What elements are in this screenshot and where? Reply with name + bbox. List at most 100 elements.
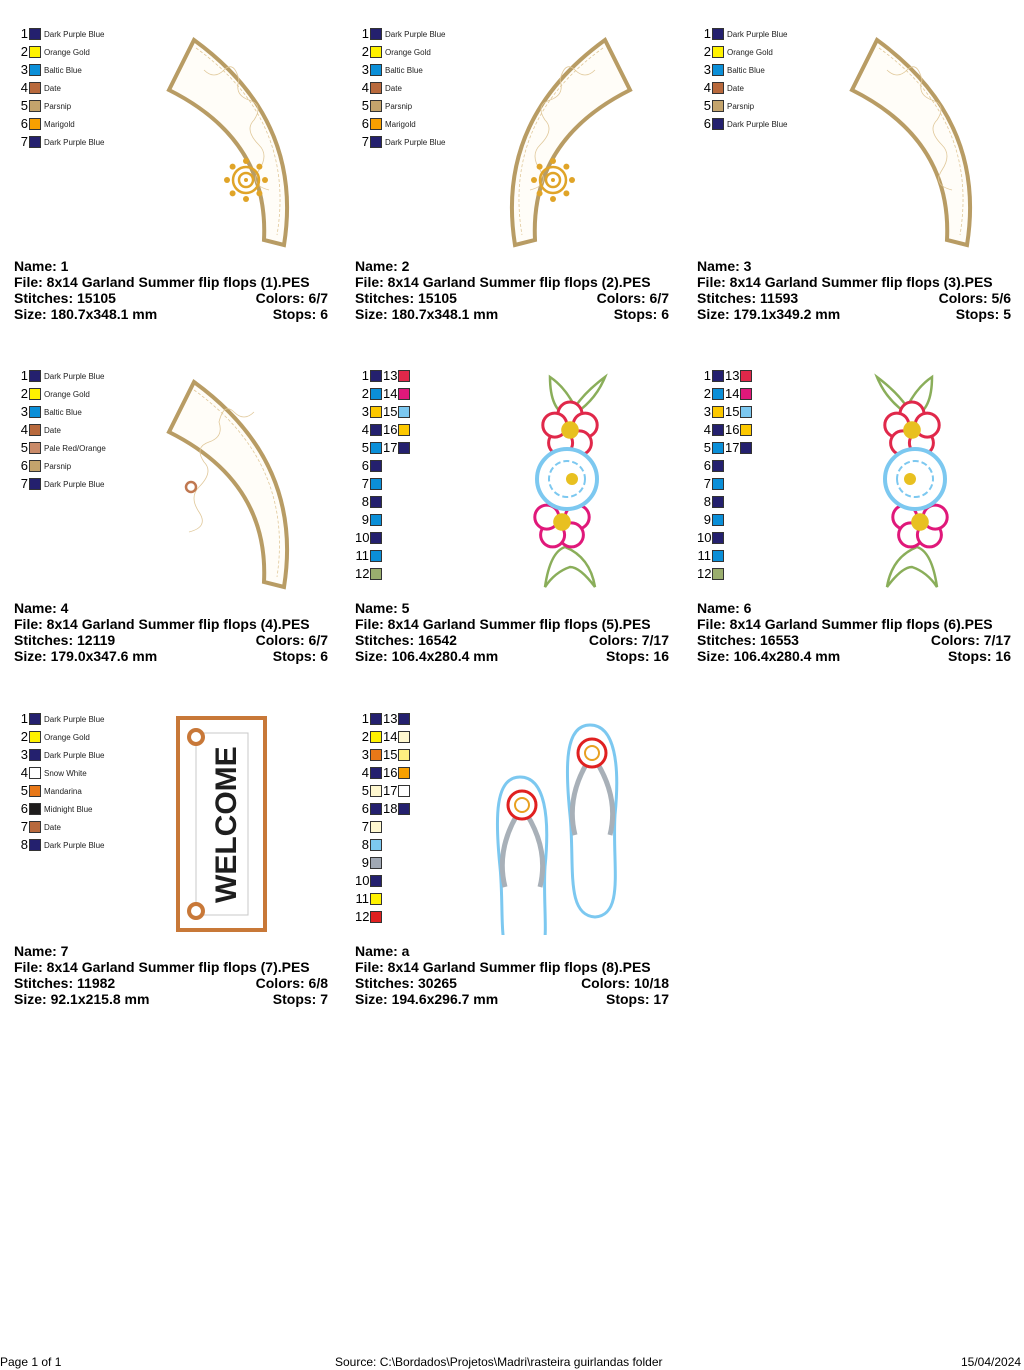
thread-name: Orange Gold [44, 732, 90, 742]
thread-number: 4 [20, 422, 28, 437]
thread-number: 3 [20, 62, 28, 77]
thread-number: 14 [725, 386, 740, 401]
design-stitches: Stitches: 11593 [697, 290, 799, 306]
thread-color-swatch [29, 460, 41, 472]
legend-item: 16 [383, 422, 410, 438]
legend-item: 14 [383, 729, 410, 745]
thread-color-swatch [370, 64, 382, 76]
thread-color-swatch [712, 442, 724, 454]
thread-number: 5 [20, 98, 28, 113]
thread-color-swatch [398, 713, 410, 725]
thread-number: 9 [361, 855, 369, 870]
thread-color-swatch [370, 731, 382, 743]
thread-number: 12 [355, 566, 370, 581]
thread-number: 6 [703, 458, 711, 473]
legend-item: 4 [697, 422, 724, 438]
thread-name: Parsnip [385, 101, 413, 111]
flower-garland-art [533, 373, 608, 588]
thread-color-swatch [29, 370, 41, 382]
design-size: Size: 92.1x215.8 mm [14, 991, 150, 1007]
legend-item: 12 [697, 566, 724, 582]
thread-number: 2 [361, 729, 369, 744]
thread-name: Marigold [44, 119, 75, 129]
legend-item: 6 [697, 458, 724, 474]
thread-color-swatch [370, 460, 382, 472]
design-stitches: Stitches: 30265 [355, 975, 457, 991]
thread-number: 1 [20, 368, 28, 383]
thread-color-swatch [712, 478, 724, 490]
thread-name: Parsnip [44, 101, 72, 111]
thread-number: 1 [703, 26, 711, 41]
design-file: File: 8x14 Garland Summer flip flops (7)… [14, 959, 310, 975]
thread-number: 7 [20, 819, 28, 834]
design-colors: Colors: 6/7 [596, 290, 669, 306]
thread-number: 3 [361, 404, 369, 419]
design-stitches: Stitches: 16542 [355, 632, 457, 648]
legend-item: 1 [355, 368, 382, 384]
thread-name: Mandarina [44, 786, 82, 796]
thread-color-swatch [712, 424, 724, 436]
design-name: Name: 3 [697, 258, 752, 274]
thread-color-swatch [370, 911, 382, 923]
design-file: File: 8x14 Garland Summer flip flops (2)… [355, 274, 651, 290]
thread-number: 11 [697, 548, 712, 563]
thread-color-swatch [29, 46, 41, 58]
design-stitches: Stitches: 16553 [697, 632, 799, 648]
legend-item: 7 [355, 476, 382, 492]
thread-name: Orange Gold [44, 47, 90, 57]
design-name: Name: 6 [697, 600, 752, 616]
thread-color-swatch [370, 118, 382, 130]
design-preview: WELCOME [174, 715, 269, 940]
thread-name: Baltic Blue [385, 65, 423, 75]
thread-number: 3 [20, 747, 28, 762]
thread-color-swatch [370, 442, 382, 454]
thread-color-swatch [712, 514, 724, 526]
thread-name: Dark Purple Blue [44, 750, 105, 760]
thread-number: 8 [361, 837, 369, 852]
thread-name: Dark Purple Blue [44, 479, 105, 489]
thread-color-swatch [712, 64, 724, 76]
legend-item: 8 [697, 494, 724, 510]
thread-number: 8 [20, 837, 28, 852]
thread-number: 6 [361, 458, 369, 473]
thread-color-swatch [370, 46, 382, 58]
legend-item: 13 [383, 368, 410, 384]
thread-color-swatch [712, 28, 724, 40]
thread-number: 5 [20, 783, 28, 798]
legend-item: 4 [355, 422, 382, 438]
legend-item: 6 [355, 458, 382, 474]
thread-name: Pale Red/Orange [44, 443, 106, 453]
thread-name: Dark Purple Blue [44, 714, 105, 724]
thread-color-swatch [370, 532, 382, 544]
thread-number: 10 [355, 530, 370, 545]
design-name: Name: 7 [14, 943, 69, 959]
thread-color-swatch [29, 478, 41, 490]
thread-color-swatch [29, 28, 41, 40]
legend-item: 11 [697, 548, 724, 564]
thread-color-swatch [740, 442, 752, 454]
design-file: File: 8x14 Garland Summer flip flops (1)… [14, 274, 310, 290]
legend-item: 8 [355, 494, 382, 510]
thread-number: 15 [383, 404, 398, 419]
thread-number: 1 [20, 26, 28, 41]
design-name: Name: 5 [355, 600, 410, 616]
legend-item: 12 [355, 909, 382, 925]
design-size: Size: 106.4x280.4 mm [697, 648, 841, 664]
thread-color-swatch [398, 370, 410, 382]
welcome-sign-art: WELCOME [176, 716, 267, 932]
thread-number: 11 [355, 548, 370, 563]
thread-color-swatch [712, 388, 724, 400]
